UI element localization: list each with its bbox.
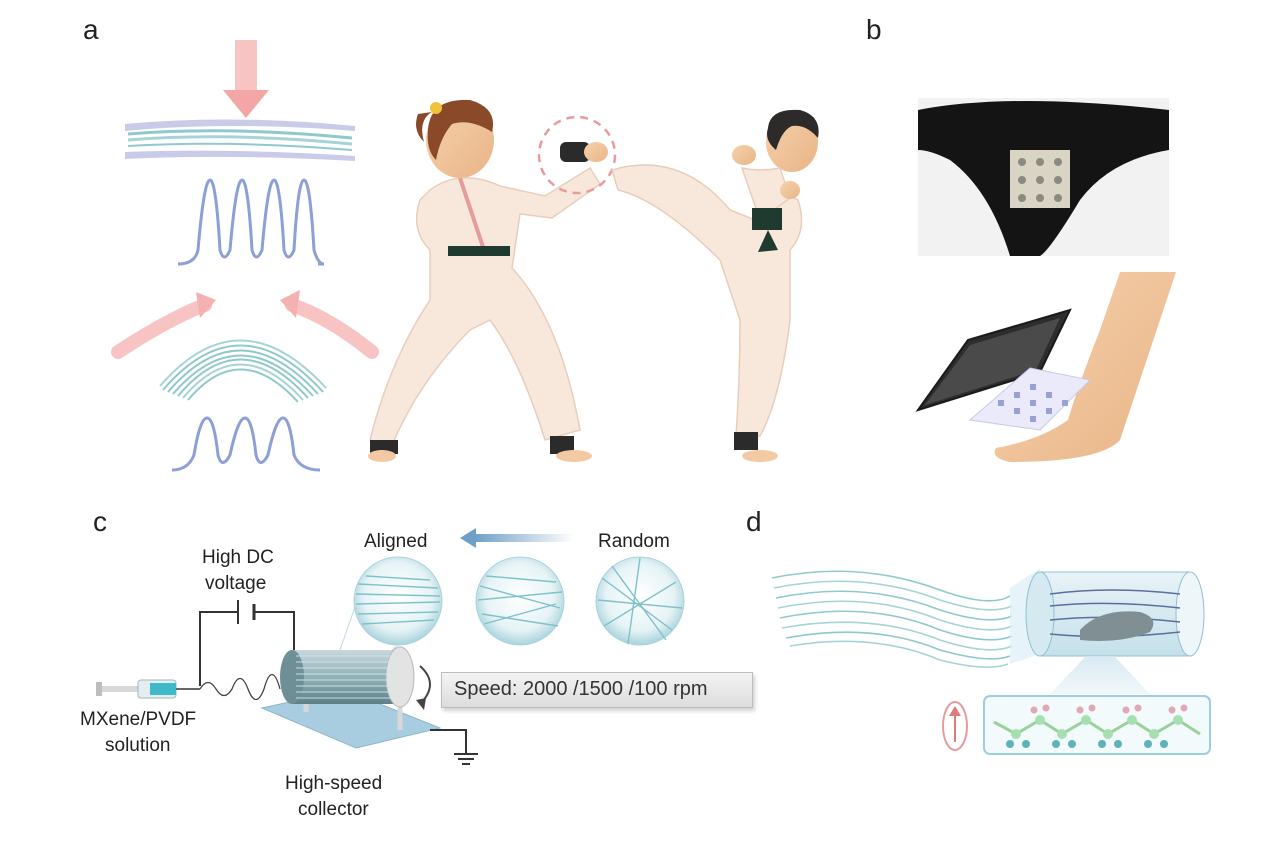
voltage-label-line1: High DC — [202, 547, 274, 568]
panel-label-b: b — [866, 14, 882, 45]
impact-zone-circle — [537, 115, 617, 195]
rotating-drum — [280, 646, 415, 708]
panel-c — [96, 528, 685, 765]
bend-arrow-right-icon — [285, 298, 379, 359]
bent-fiber-bundle — [159, 339, 327, 403]
bend-arrow-left-icon — [111, 298, 212, 359]
left-fighter — [368, 99, 608, 462]
press-arrow-icon — [223, 40, 269, 118]
panel-a — [111, 40, 819, 472]
pvdf-molecule — [993, 704, 1201, 748]
random-fiber-bubble — [595, 556, 685, 646]
leg-illustration — [994, 272, 1176, 462]
pvdf-chain-box — [983, 695, 1211, 755]
dipole-arrow-icon — [942, 701, 968, 751]
speed-label: Speed: 2000 /1500 /100 rpm — [454, 678, 708, 700]
alignment-direction-arrow — [460, 528, 574, 548]
ground-icon — [430, 729, 478, 765]
panel-d — [771, 568, 1211, 755]
electrospinning-jet — [199, 673, 281, 701]
nanofiber-cylinder — [1025, 571, 1205, 657]
solution-label-line1: MXene/PVDF — [80, 709, 197, 730]
aligned-fiber-mat — [771, 570, 1013, 668]
panel-b — [915, 98, 1176, 462]
glove-sensor — [560, 142, 590, 162]
solution-label-line2: solution — [105, 735, 171, 756]
battery-icon — [237, 600, 256, 624]
panel-label-a: a — [83, 14, 99, 45]
bending-signal-waveform — [171, 416, 321, 472]
collector-label-line1: High-speed — [285, 773, 383, 794]
aligned-fiber-bubble — [353, 556, 443, 646]
random-label: Random — [598, 531, 670, 552]
panel-label-c: c — [93, 506, 107, 537]
circuit-wire — [199, 611, 295, 686]
compressed-film-stack — [125, 119, 355, 161]
right-fighter — [611, 109, 819, 462]
collector-label-line2: collector — [298, 799, 369, 820]
aligned-label: Aligned — [364, 531, 428, 552]
voltage-label-line2: voltage — [205, 573, 267, 594]
pressing-signal-waveform — [177, 178, 325, 266]
partially-aligned-fiber-bubble — [475, 556, 565, 646]
speed-callout: Speed: 2000 /1500 /100 rpm — [441, 672, 753, 708]
syringe-icon — [96, 679, 200, 699]
sensor-array-sheet — [968, 367, 1092, 431]
mxene-flake — [1080, 611, 1154, 641]
panel-label-d: d — [746, 506, 762, 537]
